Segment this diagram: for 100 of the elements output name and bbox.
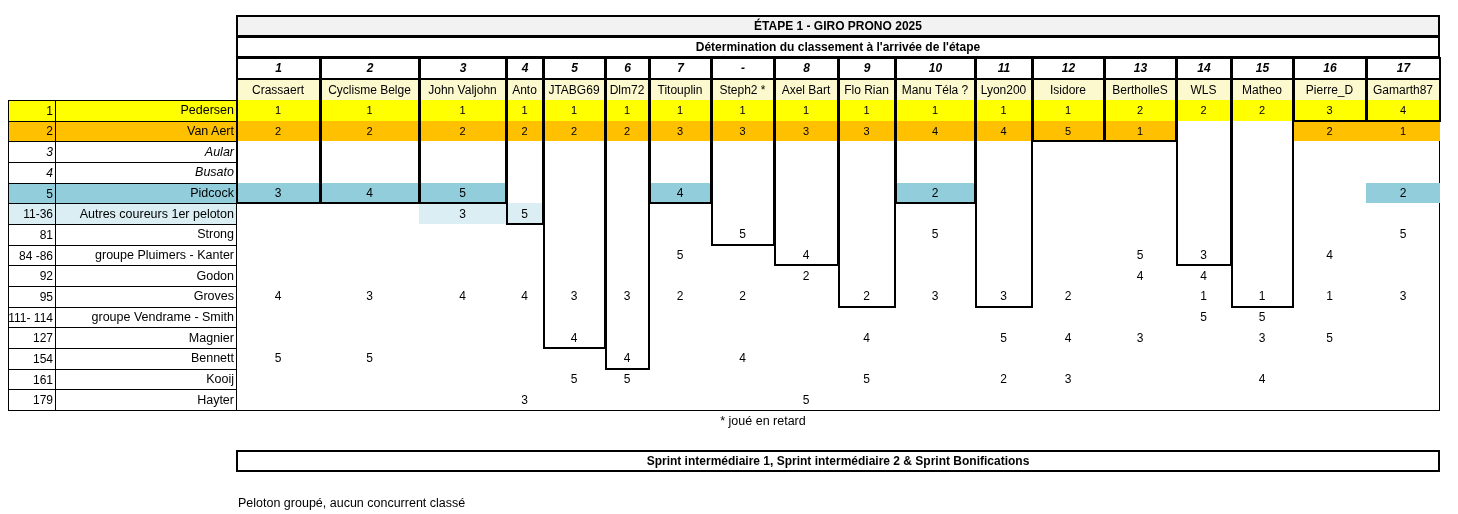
rank-number: 4 [458, 288, 467, 306]
table-title: ÉTAPE 1 - GIRO PRONO 2025 [236, 15, 1440, 37]
participant-header: Pierre_D [1294, 80, 1365, 100]
rank-number: 2 [738, 288, 747, 306]
rank-number: 4 [801, 247, 811, 264]
rank-number: 4 [1199, 267, 1208, 285]
rank-number: 1 [1199, 288, 1208, 306]
rank-number: 1 [1325, 288, 1334, 306]
participant-header: Cyclisme Belge [321, 80, 418, 100]
table-cell: 1 [236, 100, 320, 121]
rank-number: 4 [520, 288, 529, 306]
rank-number: 3 [1135, 329, 1145, 347]
participant-header: Isidore [1033, 80, 1103, 100]
table-cell: 3 [1293, 100, 1366, 121]
participant-header: Manu Téla ? [896, 80, 974, 100]
rank-number: 5 [675, 247, 685, 264]
footnote: * joué en retard [720, 413, 806, 430]
participant-header: Lyon200 [976, 80, 1031, 100]
table-cell: 3 [419, 203, 506, 224]
rider-name: Pidcock [55, 182, 237, 205]
rank-number: 5 [1398, 226, 1408, 244]
rank-number: 4 [738, 350, 747, 368]
table-cell: 1 [320, 100, 419, 121]
section-heading: Sprint intermédiaire 1, Sprint intermédiaire 2 & Sprint Bonifications [236, 450, 1440, 472]
rank-number: 4 [862, 329, 871, 347]
rank-number: 5 [801, 391, 811, 409]
rank-number: 2 [999, 371, 1008, 389]
participant-header: Crassaert [237, 80, 319, 100]
rank-number: 5 [862, 371, 871, 389]
table-cell: 1 [895, 100, 975, 121]
rank-number: 2 [862, 288, 871, 306]
table-subtitle: Détermination du classement à l'arrivée de l'étape [236, 36, 1440, 58]
rank-number: 5 [738, 226, 747, 244]
participant-header: Steph2 * [712, 80, 773, 100]
rank-number: 1 [1257, 288, 1267, 306]
rank-number: 3 [930, 288, 940, 306]
participant-header: Axel Bart [775, 80, 837, 100]
position-number: 1 [8, 100, 56, 122]
table-cell: 2 [1366, 182, 1440, 204]
rank-number: 5 [622, 371, 632, 389]
participant-header: Flo Rian [839, 80, 894, 100]
rank-number: 3 [365, 288, 374, 306]
rank-number: 3 [999, 288, 1008, 306]
rank-number: 4 [622, 350, 632, 368]
rider-name: Pedersen [55, 100, 237, 122]
table-cell: 1 [1032, 100, 1104, 121]
rank-number: 4 [1325, 247, 1334, 264]
rank-number: 3 [1063, 371, 1073, 389]
participant-header: BertholleS [1105, 80, 1175, 100]
rank-number: 5 [273, 350, 283, 368]
table-cell: 1 [506, 100, 543, 121]
rank-number: 3 [520, 391, 529, 409]
rank-number: 2 [1063, 288, 1073, 306]
participant-header: John Valjohn [420, 80, 505, 100]
rank-number: 5 [365, 350, 374, 368]
table-cell: 1 [543, 100, 605, 121]
participant-header: Gamarth87 [1367, 80, 1439, 100]
rank-number: 5 [999, 329, 1008, 347]
rank-number: 3 [1257, 329, 1267, 347]
rider-name: Van Aert [55, 120, 237, 143]
table-cell: 1 [711, 100, 774, 121]
position-number: 11-36 [8, 203, 56, 225]
participant-header: WLS [1177, 80, 1230, 100]
table-cell: 1 [605, 100, 649, 121]
table-cell: 1 [419, 100, 506, 121]
note-text: Peloton groupé, aucun concurrent classé [238, 495, 466, 512]
table-cell: 1 [838, 100, 895, 121]
rank-number: 3 [569, 288, 579, 306]
rank-number: 4 [1063, 329, 1073, 347]
rank-number: 3 [1398, 288, 1408, 306]
rank-number: 3 [622, 288, 632, 306]
rank-number: 5 [930, 226, 940, 244]
table-cell: 1 [1366, 120, 1440, 142]
rank-number: 5 [1135, 247, 1145, 264]
participant-header: JTABG69 [544, 80, 604, 100]
participant-header: Matheo [1232, 80, 1292, 100]
table-cell: 1 [975, 100, 1032, 121]
rank-number: 4 [273, 288, 283, 306]
rider-name: Autres coureurs 1er peloton [55, 203, 237, 225]
participant-header: Anto [507, 80, 542, 100]
rank-number: 5 [1257, 309, 1267, 326]
rank-number: 5 [1325, 329, 1334, 347]
rank-number: 2 [675, 288, 685, 306]
position-number: 5 [8, 182, 56, 205]
participant-header: Titouplin [650, 80, 710, 100]
rank-number: 3 [1199, 247, 1208, 264]
rank-number: 5 [569, 371, 579, 389]
position-number: 2 [8, 120, 56, 143]
table-cell: 2 [1104, 100, 1176, 121]
rank-number: 5 [1199, 309, 1208, 326]
rank-number: 4 [1257, 371, 1267, 389]
table-cell: 2 [1176, 100, 1231, 121]
table-cell: 2 [1231, 100, 1293, 121]
table-cell: 4 [1366, 100, 1440, 121]
rank-number: 2 [801, 267, 811, 285]
table-cell: 1 [774, 100, 838, 121]
rank-number: 4 [1135, 267, 1145, 285]
rank-number: 4 [569, 329, 579, 347]
participant-header: Dlm72 [606, 80, 648, 100]
table-cell: 1 [649, 100, 711, 121]
